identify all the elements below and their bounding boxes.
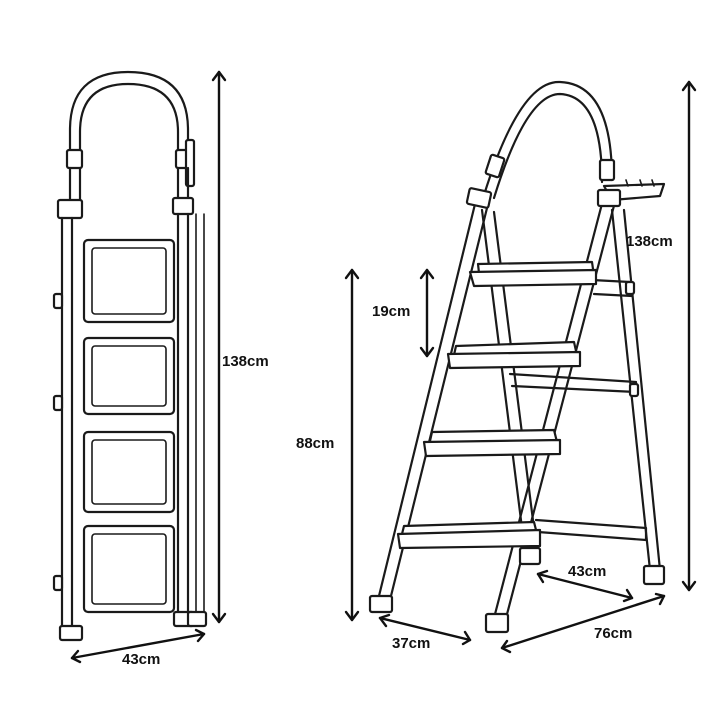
dim-folded-width [70, 628, 206, 664]
open-hinge-left [465, 187, 493, 209]
open-ladder [368, 80, 666, 634]
open-rear-bar-3 [534, 518, 648, 542]
label-open-span: 76cm [594, 625, 632, 642]
folded-arch-sleeve-left [65, 148, 84, 170]
open-step-1-front [468, 268, 598, 288]
folded-hinge-left [56, 198, 84, 220]
open-arch-sleeve-left [484, 153, 506, 179]
open-arch-inner [492, 92, 604, 200]
label-depth: 37cm [392, 635, 430, 652]
folded-step-1 [82, 238, 176, 324]
folded-foot-left [58, 624, 84, 642]
label-rear-width: 43cm [568, 563, 606, 580]
open-rear-leg-d [622, 208, 662, 572]
open-foot-rear-right [642, 564, 666, 586]
folded-step-2 [82, 336, 176, 416]
label-folded-width: 43cm [122, 651, 160, 668]
dim-open-span [500, 592, 666, 654]
open-rear-bar-2 [508, 372, 638, 394]
folded-step-4 [82, 524, 176, 614]
open-knob-1 [628, 382, 640, 398]
open-knob-2 [624, 280, 636, 296]
open-foot-front-left [368, 594, 394, 614]
folded-step-3 [82, 430, 176, 514]
folded-knob-2 [52, 394, 64, 412]
label-step-spacing: 19cm [372, 303, 410, 320]
label-folded-height: 138cm [222, 353, 269, 370]
open-step-4-front [396, 528, 542, 550]
folded-arch [68, 70, 190, 162]
label-open-height: 138cm [626, 233, 673, 250]
folded-step-3-inner [91, 439, 167, 505]
open-arch [482, 80, 614, 197]
dim-step-spacing [419, 268, 435, 358]
open-foot-rear-left [518, 546, 542, 566]
folded-ladder [52, 70, 208, 642]
open-step-2-front [446, 350, 582, 370]
dim-rear-width [536, 569, 634, 603]
folded-knob-3 [52, 574, 64, 592]
dim-open-height [681, 80, 697, 592]
dim-platform-height [344, 268, 360, 622]
label-platform-height: 88cm [296, 435, 334, 452]
dim-depth [378, 613, 472, 646]
dim-folded-height [211, 70, 227, 624]
open-front-rail-right-outer [492, 194, 606, 620]
folded-arch-inner [78, 82, 180, 162]
folded-foot-right-b [186, 610, 208, 628]
folded-step-4-inner [91, 533, 167, 605]
folded-knob-1 [52, 292, 64, 310]
folded-step-1-inner [91, 247, 167, 315]
folded-step-2-inner [91, 345, 167, 407]
open-foot-front-right [484, 612, 510, 634]
folded-hinge-right [171, 196, 195, 216]
open-front-rail-left-outer [376, 198, 478, 602]
open-arch-sleeve-right [598, 158, 616, 182]
open-hinge-right [596, 188, 622, 208]
open-step-3-front [422, 438, 562, 458]
